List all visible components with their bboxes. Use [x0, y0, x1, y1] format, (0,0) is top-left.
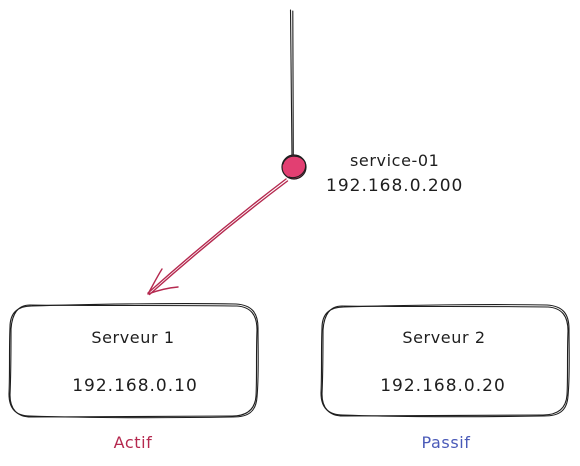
server-1-ip: 192.168.0.10: [72, 376, 198, 396]
vip-ip-label: 192.168.0.200: [326, 176, 463, 196]
vip-node: [281, 154, 307, 180]
server-2-status: Passif: [421, 433, 470, 452]
incoming-line: [289, 9, 294, 159]
vip-name-label: service-01: [350, 151, 439, 170]
server-1-box: [8, 303, 259, 419]
server-1-name: Serveur 1: [91, 328, 174, 347]
active-route-arrow: [147, 178, 289, 296]
server-1-status: Actif: [114, 433, 153, 452]
server-2-name: Serveur 2: [402, 328, 485, 347]
server-2-box: [320, 304, 570, 418]
server-2-ip: 192.168.0.20: [380, 376, 506, 396]
